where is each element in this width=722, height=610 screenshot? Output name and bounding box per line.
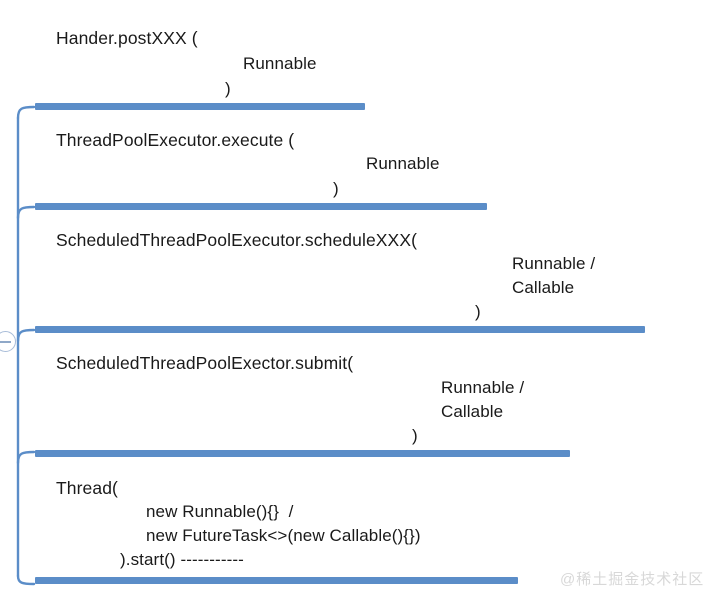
node-thread-arg: new Runnable(){} / — [146, 502, 294, 521]
node-submit-arg2: Callable — [441, 402, 504, 421]
watermark-text: @稀土掘金技术社区 — [560, 571, 705, 588]
node-execute-head: ThreadPoolExecutor.execute ( — [56, 130, 295, 150]
node-schedule-arg: Runnable / — [512, 254, 596, 273]
node-thread-head: Thread( — [56, 478, 118, 498]
node-bar-schedule — [35, 326, 645, 333]
node-submit-close: ) — [412, 426, 418, 445]
node-bar-execute — [35, 203, 487, 210]
node-submit-arg: Runnable / — [441, 378, 525, 397]
node-thread-close: ).start() ----------- — [120, 550, 244, 569]
node-bar-thread — [35, 577, 518, 584]
node-bar-handler — [35, 103, 365, 110]
node-bar-submit — [35, 450, 570, 457]
node-schedule-close: ) — [475, 302, 481, 321]
node-schedule-head: ScheduledThreadPoolExecutor.scheduleXXX( — [56, 230, 418, 250]
node-handler-arg: Runnable — [243, 54, 317, 73]
node-submit-head: ScheduledThreadPoolExector.submit( — [56, 353, 354, 373]
node-handler-close: ) — [225, 79, 231, 98]
node-execute-arg: Runnable — [366, 154, 440, 173]
minus-glyph — [0, 341, 11, 343]
collapse-toggle-icon[interactable] — [0, 331, 16, 352]
node-handler-head: Hander.postXXX ( — [56, 28, 198, 48]
node-schedule-arg2: Callable — [512, 278, 575, 297]
node-execute-close: ) — [333, 179, 339, 198]
node-thread-arg2: new FutureTask<>(new Callable(){}) — [146, 526, 421, 545]
